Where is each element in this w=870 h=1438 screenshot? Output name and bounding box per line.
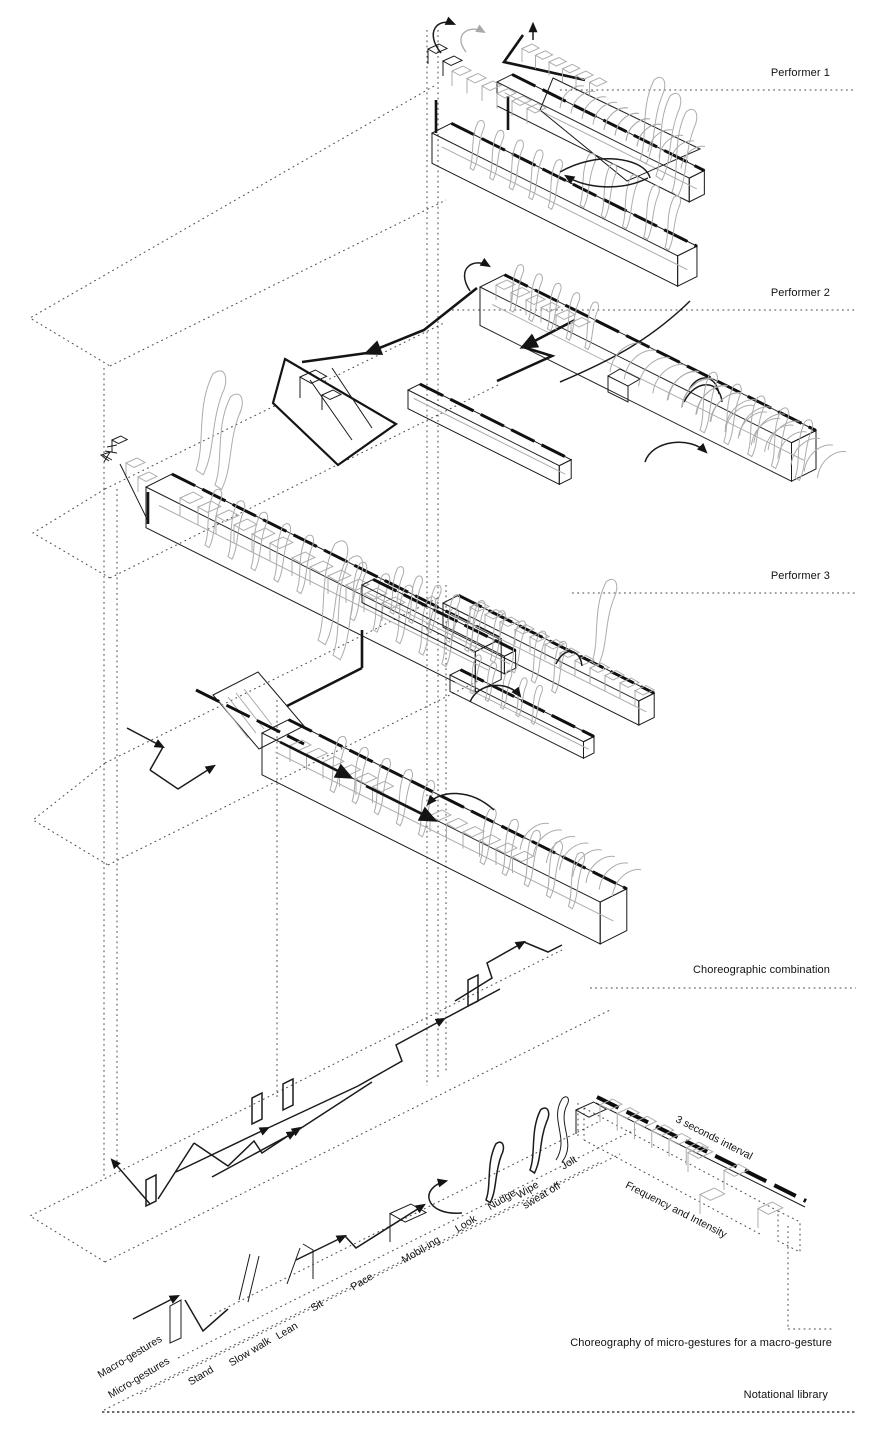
interval-frequency-band <box>575 1097 806 1252</box>
label-choreographic-combination: Choreographic combination <box>692 964 830 976</box>
leader-lines <box>452 90 856 1329</box>
performer3-drawing <box>127 539 656 944</box>
label-performer-2: Performer 2 <box>770 287 830 299</box>
label-performer-3: Performer 3 <box>770 570 830 582</box>
choreographic-combination-drawing <box>110 940 562 1207</box>
label-performer-1: Performer 1 <box>770 67 830 79</box>
label-notational-library: Notational library <box>743 1389 828 1401</box>
label-choreography-of-micro-gestures: Choreography of micro-gestures for a mac… <box>570 1337 832 1349</box>
performer2-drawing <box>100 257 846 692</box>
reference-planes <box>30 86 612 1262</box>
projection-lines <box>104 30 788 1328</box>
notational-library-band <box>102 1097 857 1412</box>
performer1-drawing <box>427 16 706 286</box>
